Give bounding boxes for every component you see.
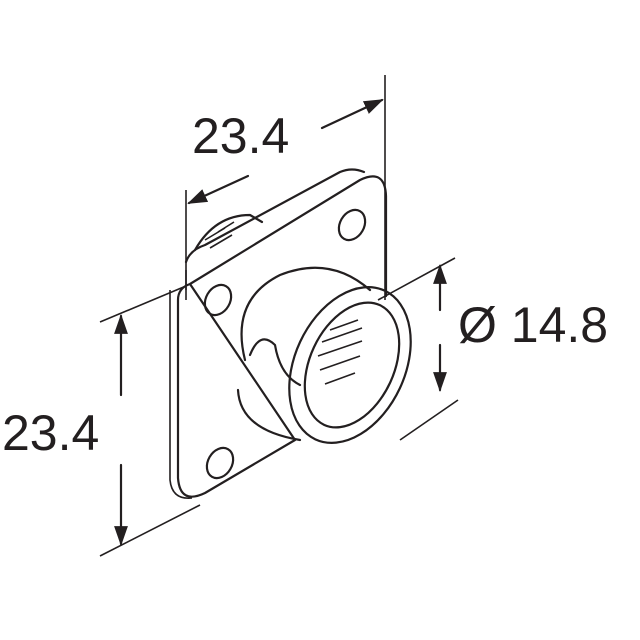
top-width-dimension: 23.4 xyxy=(185,75,386,300)
rear-housing xyxy=(193,213,264,252)
connector-body xyxy=(169,168,412,499)
height-label: 23.4 xyxy=(2,405,99,461)
extension-line-lower xyxy=(399,399,459,441)
dimension-arrow-right xyxy=(320,98,384,130)
rear-pins xyxy=(204,221,235,249)
mounting-hole-top-right xyxy=(337,208,367,242)
mounting-hole-bottom-left xyxy=(205,446,235,480)
left-height-dimension: 23.4 xyxy=(2,285,201,557)
flange-front-face xyxy=(176,175,388,498)
dimension-arrow-left xyxy=(187,174,250,205)
flange-top-edge xyxy=(184,168,366,264)
contact-pins xyxy=(317,319,363,385)
ring-bottom-edge xyxy=(236,388,302,442)
extension-line-bottom xyxy=(99,504,201,557)
ring-inner xyxy=(303,301,401,429)
diameter-label: Ø 14.8 xyxy=(458,297,608,353)
extension-line-top xyxy=(99,285,187,323)
flange-side xyxy=(169,270,193,499)
ring-outer xyxy=(288,286,412,444)
ring-back-edge xyxy=(240,266,372,362)
mounting-hole-top-left xyxy=(203,283,233,317)
width-label: 23.4 xyxy=(192,108,289,164)
diameter-dimension: Ø 14.8 xyxy=(377,257,608,441)
